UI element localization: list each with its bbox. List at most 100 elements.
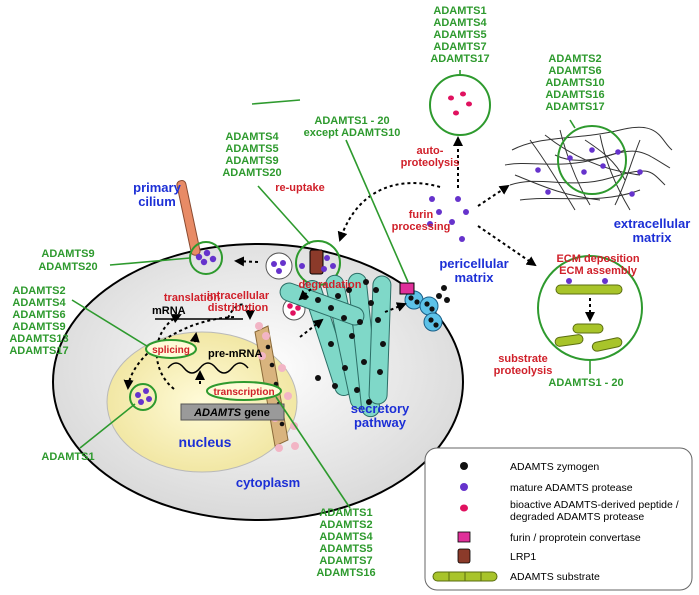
legend-zymogen-text: ADAMTS zymogen xyxy=(510,461,599,473)
svg-text:proteolysis: proteolysis xyxy=(494,365,553,377)
legend-mature-icon xyxy=(460,483,468,491)
nuclear-vesicle xyxy=(129,383,157,411)
svg-text:ADAMTS4: ADAMTS4 xyxy=(433,17,487,29)
splicing-oval xyxy=(145,339,197,359)
svg-text:secretory: secretory xyxy=(351,401,410,416)
green-label-ecm: ADAMTS2 ADAMTS6 ADAMTS10 ADAMTS16 ADAMTS… xyxy=(545,53,604,113)
transcription-oval xyxy=(206,381,282,401)
svg-text:pathway: pathway xyxy=(354,415,407,430)
svg-text:ADAMTS13: ADAMTS13 xyxy=(9,333,68,345)
svg-text:except ADAMTS10: except ADAMTS10 xyxy=(304,127,401,139)
svg-text:ECM assembly: ECM assembly xyxy=(559,265,638,277)
label-splicing: splicing xyxy=(152,345,190,356)
green-label-auto: ADAMTS1 ADAMTS4 ADAMTS5 ADAMTS7 ADAMTS17 xyxy=(430,5,489,65)
label-cytoplasm: cytoplasm xyxy=(236,475,300,490)
label-nucleus: nucleus xyxy=(179,434,232,450)
legend-lrp1-text: LRP1 xyxy=(510,551,536,563)
svg-text:ECM deposition: ECM deposition xyxy=(556,253,639,265)
legend-lrp1-icon xyxy=(457,548,471,564)
svg-text:ADAMTS4: ADAMTS4 xyxy=(319,531,373,543)
ecm-fibers xyxy=(504,126,673,211)
autoproteolysis-circle xyxy=(429,74,491,136)
svg-text:ADAMTS10: ADAMTS10 xyxy=(545,77,604,89)
golgi-zymogens xyxy=(302,279,386,405)
label-auto-proteolysis: auto- proteolysis xyxy=(401,145,460,169)
pre-mrna-strand xyxy=(167,362,249,374)
svg-text:ADAMTS9: ADAMTS9 xyxy=(41,248,94,260)
svg-text:substrate: substrate xyxy=(498,353,548,365)
label-pericellular-matrix: pericellular matrix xyxy=(439,256,508,285)
legend-substrate-text: ADAMTS substrate xyxy=(510,571,600,583)
svg-text:ADAMTS17: ADAMTS17 xyxy=(430,53,489,65)
svg-text:ADAMTS17: ADAMTS17 xyxy=(545,101,604,113)
green-label-nucleus: ADAMTS1 xyxy=(41,451,94,463)
svg-text:ADAMTS2: ADAMTS2 xyxy=(319,519,372,531)
svg-text:intracellular: intracellular xyxy=(207,290,270,302)
vesicle-mature xyxy=(265,252,293,280)
svg-text:ADAMTS20: ADAMTS20 xyxy=(38,261,97,273)
svg-text:ADAMTS5: ADAMTS5 xyxy=(433,29,486,41)
ecm-circle xyxy=(535,125,643,197)
pericellular-area xyxy=(399,196,469,295)
svg-text:ADAMTS7: ADAMTS7 xyxy=(433,41,486,53)
label-degradation: degradation xyxy=(299,279,362,291)
svg-text:processing: processing xyxy=(392,221,451,233)
green-label-cilium: ADAMTS9 ADAMTS20 xyxy=(38,248,97,273)
label-primary-cilium: primary cilium xyxy=(133,180,181,209)
label-substrate-proteolysis: substrate proteolysis xyxy=(494,353,553,377)
svg-text:extracellular: extracellular xyxy=(614,216,691,231)
svg-text:cilium: cilium xyxy=(138,194,176,209)
svg-text:ADAMTS6: ADAMTS6 xyxy=(548,65,601,77)
label-gene: ADAMTS gene xyxy=(193,407,270,419)
label-translation: translation xyxy=(164,292,221,304)
svg-text:ADAMTS4: ADAMTS4 xyxy=(225,131,279,143)
label-re-uptake: re-uptake xyxy=(275,182,325,194)
legend-furin-icon xyxy=(457,531,471,543)
svg-text:ADAMTS2: ADAMTS2 xyxy=(12,285,65,297)
svg-text:auto-: auto- xyxy=(417,145,444,157)
svg-text:ADAMTS5: ADAMTS5 xyxy=(225,143,278,155)
svg-text:pericellular: pericellular xyxy=(439,256,508,271)
legend-peptide-icon xyxy=(460,504,468,512)
green-label-substrate: ADAMTS1 - 20 xyxy=(548,377,623,389)
svg-text:ADAMTS6: ADAMTS6 xyxy=(12,309,65,321)
green-label-splicing: ADAMTS2 ADAMTS4 ADAMTS6 ADAMTS9 ADAMTS13… xyxy=(9,285,68,357)
svg-text:ADAMTS9: ADAMTS9 xyxy=(225,155,278,167)
svg-text:ADAMTS16: ADAMTS16 xyxy=(545,89,604,101)
label-transcription: transcription xyxy=(213,387,274,398)
svg-text:ADAMTS1: ADAMTS1 xyxy=(433,5,486,17)
green-label-reuptake: ADAMTS4 ADAMTS5 ADAMTS9 ADAMTS20 xyxy=(222,131,281,179)
svg-text:ADAMTS4: ADAMTS4 xyxy=(12,297,66,309)
label-intracellular-distribution: intracellular distribution xyxy=(207,290,270,314)
nucleus xyxy=(106,331,298,473)
svg-text:matrix: matrix xyxy=(454,270,494,285)
furin-convertase xyxy=(399,282,415,295)
label-extracellular-matrix: extracellular matrix xyxy=(614,216,691,245)
label-furin-processing: furin processing xyxy=(392,209,451,233)
svg-text:furin: furin xyxy=(409,209,434,221)
svg-text:ADAMTS9: ADAMTS9 xyxy=(12,321,65,333)
svg-text:ADAMTS5: ADAMTS5 xyxy=(319,543,372,555)
green-label-furin: ADAMTS1 - 20 except ADAMTS10 xyxy=(304,115,401,139)
svg-text:ADAMTS2: ADAMTS2 xyxy=(548,53,601,65)
leader-lines xyxy=(71,70,591,509)
label-secretory-pathway: secretory pathway xyxy=(351,401,410,430)
svg-text:ADAMTS17: ADAMTS17 xyxy=(9,345,68,357)
label-ecm: ECM deposition ECM assembly xyxy=(556,253,639,277)
svg-text:ADAMTS16: ADAMTS16 xyxy=(316,567,375,579)
label-mrna: mRNA xyxy=(152,305,186,317)
label-pre-mrna: pre-mRNA xyxy=(208,348,262,360)
svg-text:matrix: matrix xyxy=(632,230,672,245)
legend: ADAMTS zymogen mature ADAMTS protease bi… xyxy=(424,447,693,591)
lrp1-receptor xyxy=(309,249,324,275)
svg-text:proteolysis: proteolysis xyxy=(401,157,460,169)
secretory-vesicles xyxy=(404,285,450,332)
legend-zymogen-icon xyxy=(460,462,468,470)
svg-text:ADAMTS7: ADAMTS7 xyxy=(319,555,372,567)
svg-text:ADAMTS1: ADAMTS1 xyxy=(319,507,372,519)
legend-peptide-text-1: bioactive ADAMTS-derived peptide / xyxy=(510,499,679,511)
svg-text:ADAMTS20: ADAMTS20 xyxy=(222,167,281,179)
green-label-transcription: ADAMTS1 ADAMTS2 ADAMTS4 ADAMTS5 ADAMTS7 … xyxy=(316,507,375,579)
svg-text:primary: primary xyxy=(133,180,181,195)
